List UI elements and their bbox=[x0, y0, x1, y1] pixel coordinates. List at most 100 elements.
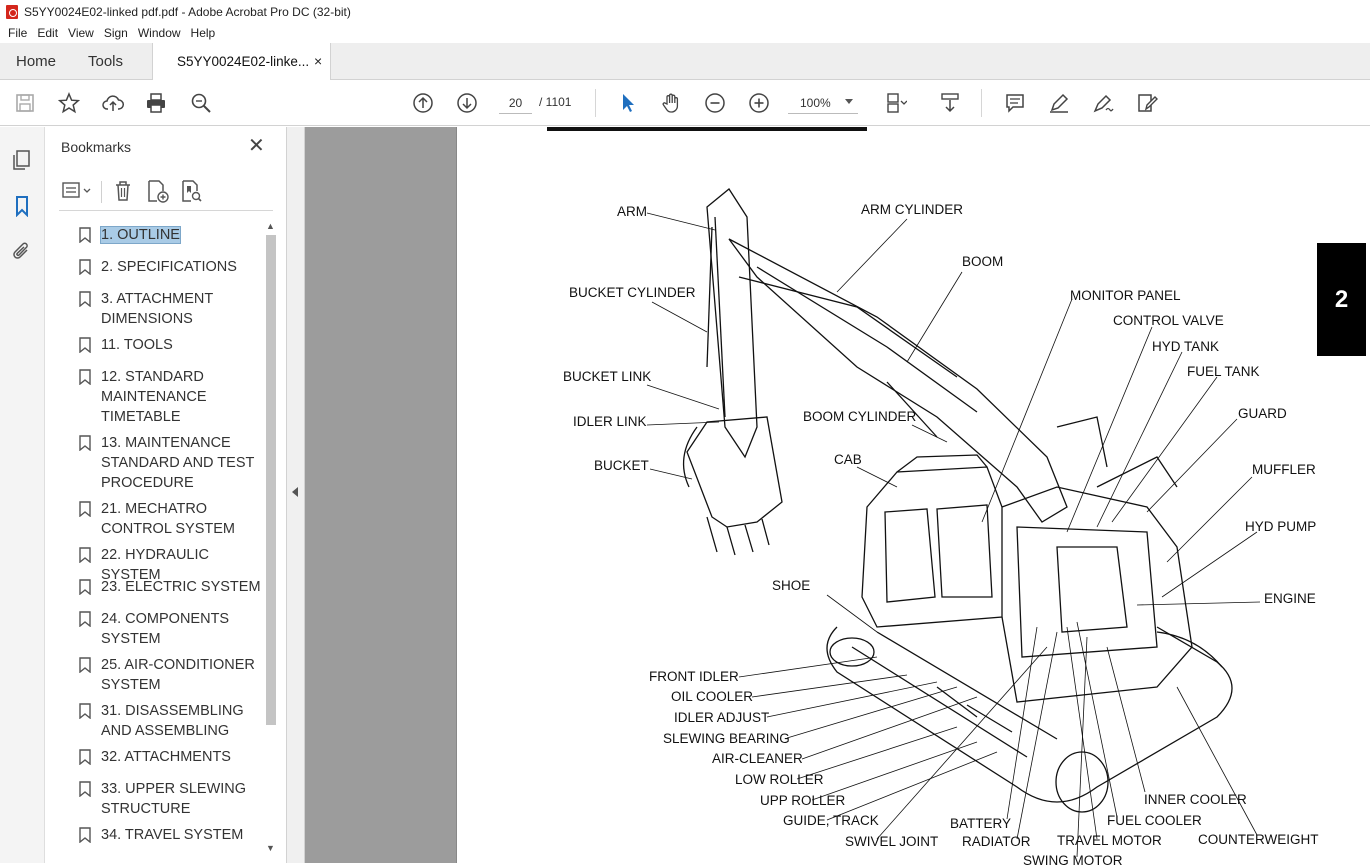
scroll-up-icon[interactable]: ▲ bbox=[266, 221, 275, 231]
label-bucket-cylinder: BUCKET CYLINDER bbox=[569, 285, 696, 300]
bookmarks-title: Bookmarks bbox=[61, 139, 132, 155]
bookmark-item[interactable]: 21. MECHATRO CONTROL SYSTEM bbox=[101, 501, 236, 537]
hand-tool-icon[interactable] bbox=[659, 91, 683, 115]
label-guard: GUARD bbox=[1238, 406, 1287, 421]
label-low-roller: LOW ROLLER bbox=[735, 772, 824, 787]
bookmark-item[interactable]: 1. OUTLINE bbox=[100, 225, 263, 245]
new-bookmark-icon[interactable] bbox=[145, 179, 169, 203]
menu-window[interactable]: Window bbox=[137, 26, 181, 40]
bookmark-item[interactable]: 24. COMPONENTS SYSTEM bbox=[101, 611, 230, 647]
zoom-level-select[interactable] bbox=[788, 92, 858, 114]
navigation-rail bbox=[0, 127, 45, 863]
highlight-pen-icon[interactable] bbox=[1047, 91, 1071, 115]
label-hyd-pump: HYD PUMP bbox=[1245, 519, 1317, 534]
tab-home[interactable]: Home bbox=[16, 53, 57, 70]
label-upp-roller: UPP ROLLER bbox=[760, 793, 846, 808]
bookmark-item[interactable]: 2. SPECIFICATIONS bbox=[101, 259, 237, 275]
document-viewport[interactable]: ARM ARM CYLINDER BOOM BUCKET CYLINDER MO… bbox=[305, 127, 1370, 868]
bookmarks-scrollbar[interactable]: ▲ ▼ bbox=[264, 221, 278, 857]
label-control-valve: CONTROL VALVE bbox=[1113, 313, 1224, 328]
save-icon[interactable] bbox=[13, 91, 37, 115]
zoom-out-icon[interactable] bbox=[703, 91, 727, 115]
leader-lines bbox=[646, 212, 1261, 858]
pdf-page: ARM ARM CYLINDER BOOM BUCKET CYLINDER MO… bbox=[456, 127, 1370, 868]
excavator-diagram bbox=[547, 127, 1233, 813]
label-shoe: SHOE bbox=[772, 578, 811, 593]
sign-pen-icon[interactable] bbox=[1091, 91, 1115, 115]
bookmark-item[interactable]: 12. STANDARD MAINTENANCE TIMETABLE bbox=[101, 369, 207, 425]
bookmark-item[interactable]: 11. TOOLS bbox=[101, 337, 173, 353]
bookmark-item[interactable]: 32. ATTACHMENTS bbox=[101, 749, 231, 765]
label-boom: BOOM bbox=[962, 254, 1004, 269]
collapse-arrow-icon[interactable] bbox=[292, 487, 298, 497]
bookmark-item[interactable]: 33. UPPER SLEWING STRUCTURE bbox=[101, 781, 247, 817]
bookmark-icon bbox=[79, 337, 91, 354]
bookmark-icon bbox=[79, 259, 91, 276]
delete-bookmark-icon[interactable] bbox=[111, 179, 135, 203]
page-number-input[interactable] bbox=[499, 92, 532, 114]
menu-edit[interactable]: Edit bbox=[37, 26, 59, 40]
label-fuel-tank: FUEL TANK bbox=[1187, 364, 1260, 379]
toolbar: / 1101 bbox=[0, 80, 1370, 126]
bookmark-icon bbox=[79, 435, 91, 452]
acrobat-icon bbox=[6, 4, 18, 19]
print-icon[interactable] bbox=[144, 91, 168, 115]
bookmark-item[interactable]: 23. ELECTRIC SYSTEM bbox=[101, 579, 261, 595]
comment-icon[interactable] bbox=[1003, 91, 1027, 115]
panel-collapse-handle[interactable] bbox=[287, 127, 305, 863]
bookmarks-icon[interactable] bbox=[11, 195, 33, 217]
label-oil-cooler: OIL COOLER bbox=[671, 689, 754, 704]
toolbar-divider bbox=[595, 89, 596, 117]
previous-page-icon[interactable] bbox=[411, 91, 435, 115]
window-title: S5YY0024E02-linked pdf.pdf - Adobe Acrob… bbox=[24, 4, 351, 19]
scroll-down-icon[interactable]: ▼ bbox=[266, 843, 275, 853]
label-counterweight: COUNTERWEIGHT bbox=[1198, 832, 1319, 847]
tab-tools[interactable]: Tools bbox=[88, 53, 124, 70]
page-thumbnails-icon[interactable] bbox=[11, 149, 33, 171]
menu-file[interactable]: File bbox=[8, 26, 28, 40]
select-cursor-icon[interactable] bbox=[616, 91, 640, 115]
bookmark-list: 1. OUTLINE 2. SPECIFICATIONS 3. ATTACHME… bbox=[45, 221, 267, 857]
bookmark-item[interactable]: 13. MAINTENANCE STANDARD AND TEST PROCED… bbox=[101, 435, 255, 491]
label-fuel-cooler: FUEL COOLER bbox=[1107, 813, 1202, 828]
bookmark-icon bbox=[79, 227, 91, 244]
bookmarks-panel: Bookmarks ✕ 1. OUTLINE 2. SPECIFICATIONS… bbox=[45, 127, 287, 863]
bookmark-icon bbox=[79, 547, 91, 564]
label-travel-motor: TRAVEL MOTOR bbox=[1057, 833, 1162, 848]
menu-view[interactable]: View bbox=[68, 26, 94, 40]
tab-close-icon[interactable]: × bbox=[314, 53, 323, 69]
menu-help[interactable]: Help bbox=[190, 26, 216, 40]
bookmark-item[interactable]: 25. AIR-CONDITIONER SYSTEM bbox=[101, 657, 255, 693]
label-arm: ARM bbox=[617, 204, 647, 219]
menu-bar: File Edit View Sign Window Help bbox=[0, 23, 1370, 43]
zoom-in-icon[interactable] bbox=[747, 91, 771, 115]
scrollbar-thumb[interactable] bbox=[266, 235, 276, 725]
zoom-search-icon[interactable] bbox=[189, 91, 213, 115]
tab-document[interactable]: S5YY0024E02-linke... × bbox=[152, 43, 331, 80]
star-icon[interactable] bbox=[57, 91, 81, 115]
zoom-dropdown-icon[interactable] bbox=[845, 99, 853, 104]
find-bookmark-icon[interactable] bbox=[179, 179, 203, 203]
attachments-icon[interactable] bbox=[11, 241, 33, 263]
label-hyd-tank: HYD TANK bbox=[1152, 339, 1220, 354]
label-swivel-joint: SWIVEL JOINT bbox=[845, 834, 939, 849]
label-battery: BATTERY bbox=[950, 816, 1012, 831]
title-bar: S5YY0024E02-linked pdf.pdf - Adobe Acrob… bbox=[0, 0, 1370, 23]
next-page-icon[interactable] bbox=[455, 91, 479, 115]
bookmark-label: 1. OUTLINE bbox=[100, 226, 181, 244]
bookmark-icon bbox=[79, 291, 91, 308]
bookmark-item[interactable]: 3. ATTACHMENT DIMENSIONS bbox=[101, 291, 213, 327]
bookmark-options-icon[interactable] bbox=[61, 179, 93, 203]
bookmark-icon bbox=[79, 501, 91, 518]
bookmark-icon bbox=[79, 781, 91, 798]
menu-sign[interactable]: Sign bbox=[103, 26, 128, 40]
bookmark-item[interactable]: 34. TRAVEL SYSTEM bbox=[101, 827, 244, 843]
bookmark-item[interactable]: 22. HYDRAULIC SYSTEM bbox=[101, 547, 209, 583]
scroll-mode-icon[interactable] bbox=[938, 91, 962, 115]
edit-pdf-icon[interactable] bbox=[1135, 91, 1159, 115]
label-cab: CAB bbox=[834, 452, 862, 467]
page-layout-icon[interactable] bbox=[884, 91, 908, 115]
close-panel-icon[interactable]: ✕ bbox=[248, 135, 265, 157]
upload-cloud-icon[interactable] bbox=[101, 91, 125, 115]
bookmark-item[interactable]: 31. DISASSEMBLING AND ASSEMBLING bbox=[101, 703, 244, 739]
